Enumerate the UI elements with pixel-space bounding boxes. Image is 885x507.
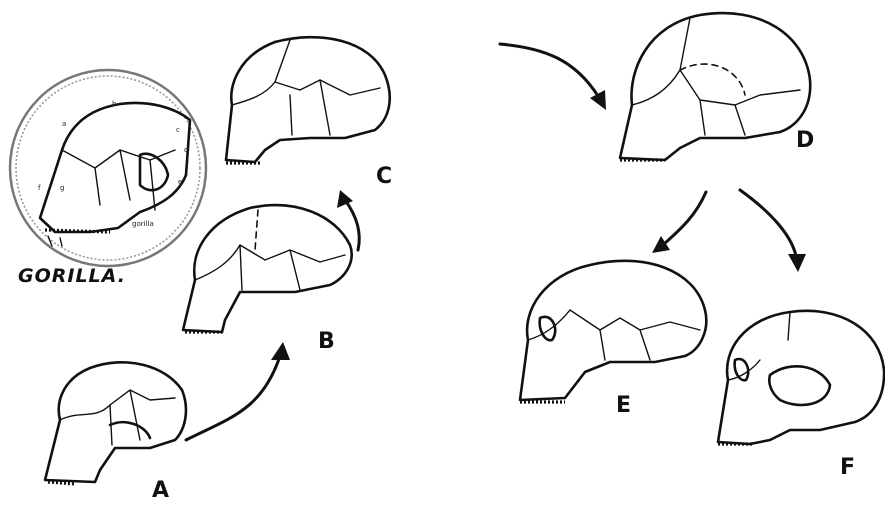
skull-c: [226, 37, 390, 163]
label-d: D: [796, 128, 814, 153]
inset-letter-c: c: [176, 126, 180, 134]
gorilla-inset: a b c d e f g gorilla: [10, 70, 206, 266]
arrow-d-to-e: [652, 192, 706, 253]
skull-b: [183, 205, 352, 332]
skull-a: [45, 362, 186, 484]
arrow-to-d: [500, 44, 606, 110]
arrow-d-to-f: [740, 190, 806, 272]
label-b: B: [318, 329, 335, 354]
arrow-a-to-b: [186, 342, 290, 440]
inset-letter-b: b: [112, 100, 117, 108]
inset-letter-e: e: [178, 178, 182, 186]
inset-letter-a: a: [62, 120, 66, 128]
skull-d: [620, 13, 810, 160]
skull-e: [520, 261, 706, 402]
inset-letter-g: g: [60, 184, 64, 192]
inset-letter-d: d: [184, 146, 188, 154]
skull-f: [718, 311, 884, 444]
label-c: C: [376, 164, 392, 189]
label-f: F: [840, 455, 855, 480]
gorilla-inner-label: gorilla: [132, 220, 154, 228]
label-a: A: [152, 478, 169, 503]
label-e: E: [616, 393, 631, 418]
gorilla-caption: GORILLA.: [18, 265, 126, 287]
inset-circle-outer: [10, 70, 206, 266]
